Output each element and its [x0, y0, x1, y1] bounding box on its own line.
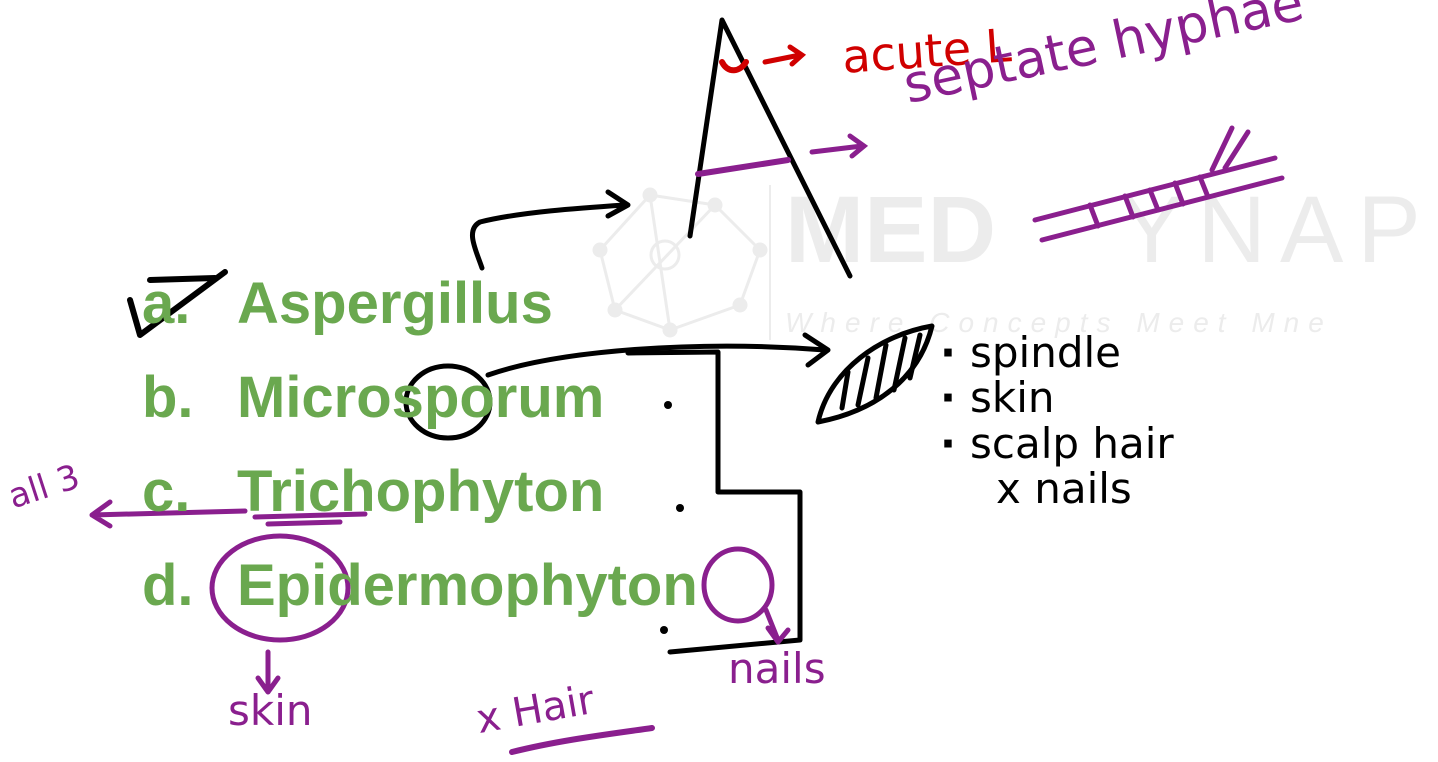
option-d-letter: d.: [142, 557, 237, 615]
option-b-letter: b.: [142, 369, 237, 427]
dot-c: [676, 504, 684, 512]
spindle-notes: ·spindle ·skin ·scalp hair x nails: [940, 330, 1174, 511]
watermark-brand-right: YNAP: [1120, 177, 1435, 283]
option-c-letter: c.: [142, 463, 237, 521]
option-b: b.Microsporum: [142, 369, 604, 427]
option-d-text: Epidermophyton: [237, 553, 698, 618]
watermark-brand-left: MED: [785, 177, 996, 283]
spindle-note-4: x nails: [940, 466, 1174, 511]
aspergillus-to-a-arrow: [472, 192, 628, 268]
spindle-note-3: ·scalp hair: [940, 421, 1174, 466]
septum-bar: [698, 160, 788, 174]
option-c: c.Trichophyton: [142, 463, 604, 521]
spindle-note-2: ·skin: [940, 375, 1174, 420]
nails-label: nails: [728, 648, 826, 690]
acute-angle-arrow: [765, 47, 802, 64]
acute-angle-mark: [722, 62, 746, 70]
option-a-text: Aspergillus: [237, 271, 553, 336]
option-a-letter: a.: [142, 275, 237, 333]
epidermophyton-skin-label: skin: [228, 690, 313, 732]
spindle-sketch: [818, 326, 932, 422]
spindle-note-1: ·spindle: [940, 330, 1174, 375]
option-b-text: Microsporum: [237, 365, 604, 430]
septum-arrow: [812, 136, 864, 156]
option-d: d.Epidermophyton: [142, 557, 698, 615]
on-to-nails-arrow: [766, 610, 788, 642]
option-c-text: Trichophyton: [237, 459, 604, 524]
option-a: a.Aspergillus: [142, 275, 553, 333]
dot-d: [660, 626, 668, 634]
dot-b: [664, 401, 672, 409]
on-circle: [704, 549, 772, 621]
